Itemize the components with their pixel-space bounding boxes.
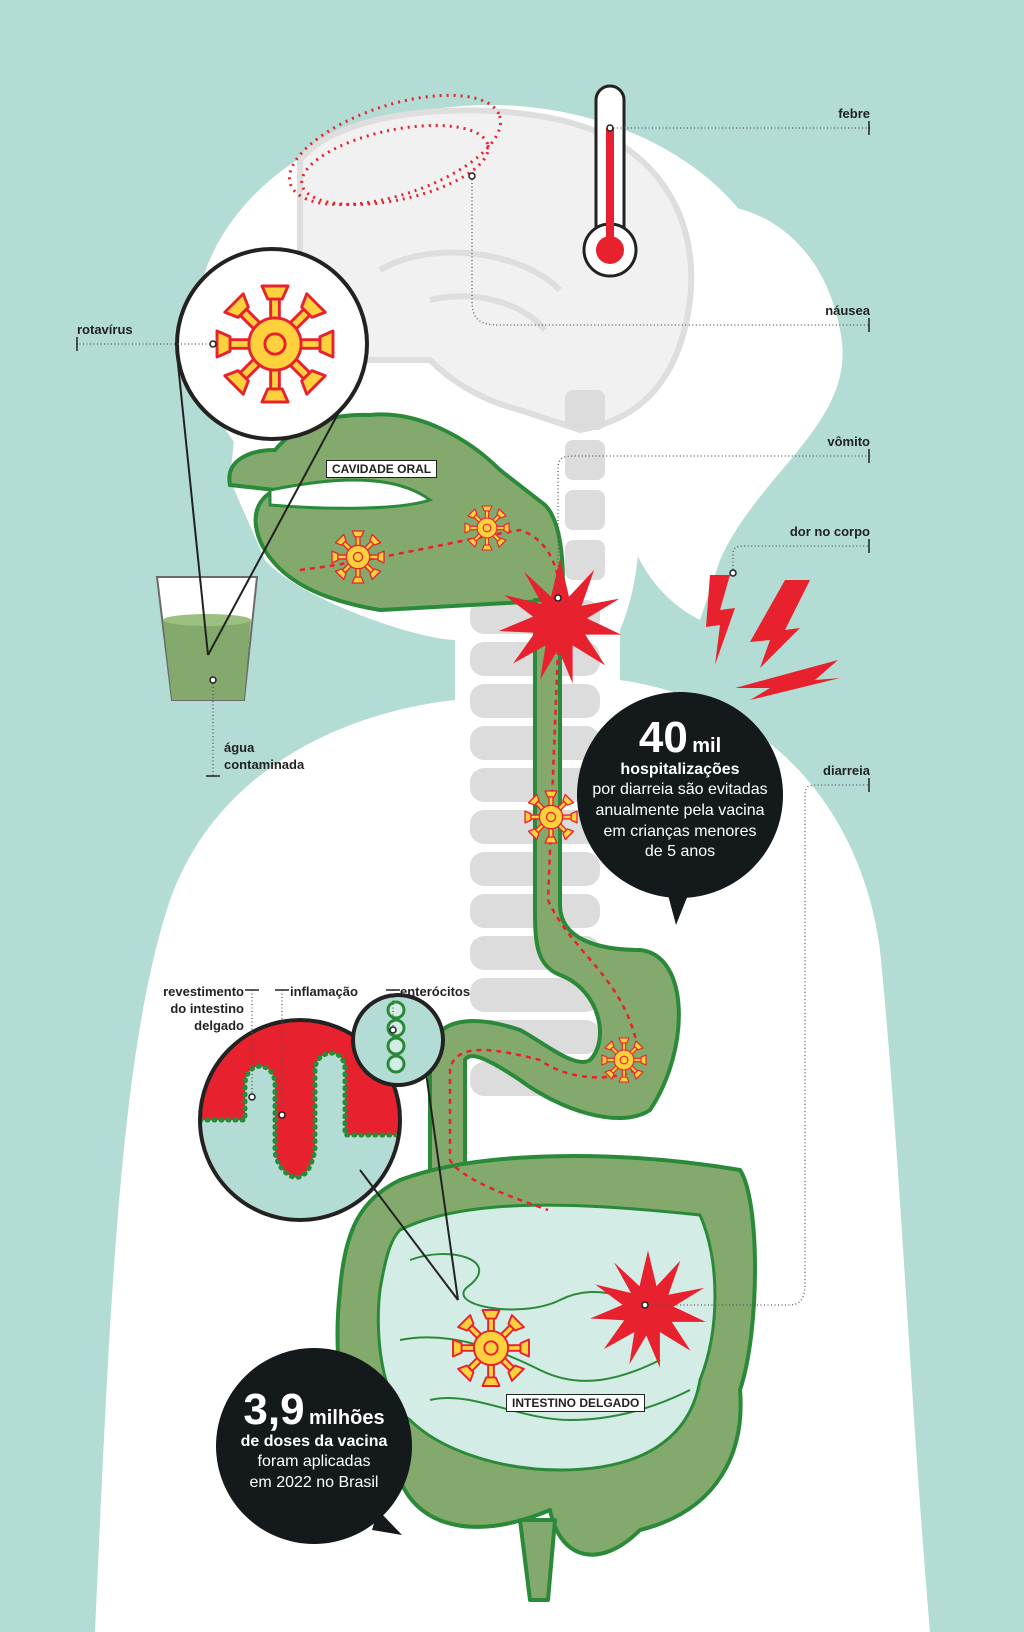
- label-revestimento: revestimento do intestino delgado: [163, 984, 244, 1033]
- oral-cavity: [227, 412, 565, 613]
- virus-path: [299, 528, 638, 1212]
- rotavirus-zoom: [175, 247, 369, 656]
- label-agua-contaminada: água contaminada: [224, 740, 305, 772]
- label-enterocitos: enterócitos: [400, 984, 471, 999]
- thermometer-icon: [582, 84, 638, 278]
- label-febre: febre: [838, 106, 870, 121]
- stat-vaccine-doses: 3,9 milhões de doses da vacina foram apl…: [240, 1385, 388, 1491]
- leader-lines: [76, 127, 870, 1306]
- rotavirus-icon: [217, 286, 333, 402]
- lightning-icon: [706, 575, 840, 700]
- label-nausea: náusea: [825, 303, 870, 318]
- label-vomito: vômito: [827, 434, 870, 449]
- label-cavidade-oral: CAVIDADE ORAL: [326, 460, 438, 478]
- label-dor-no-corpo: dor no corpo: [789, 524, 870, 539]
- label-inflamacao: inflamação: [290, 984, 358, 999]
- small-intestine: [376, 1203, 717, 1472]
- label-diarreia: diarreia: [823, 763, 870, 778]
- label-rotavirus: rotavírus: [77, 322, 133, 337]
- stat-hospitalizations: 40 mil hospitalizações por diarreia são …: [592, 713, 768, 861]
- label-intestino-delgado: INTESTINO DELGADO: [506, 1394, 646, 1412]
